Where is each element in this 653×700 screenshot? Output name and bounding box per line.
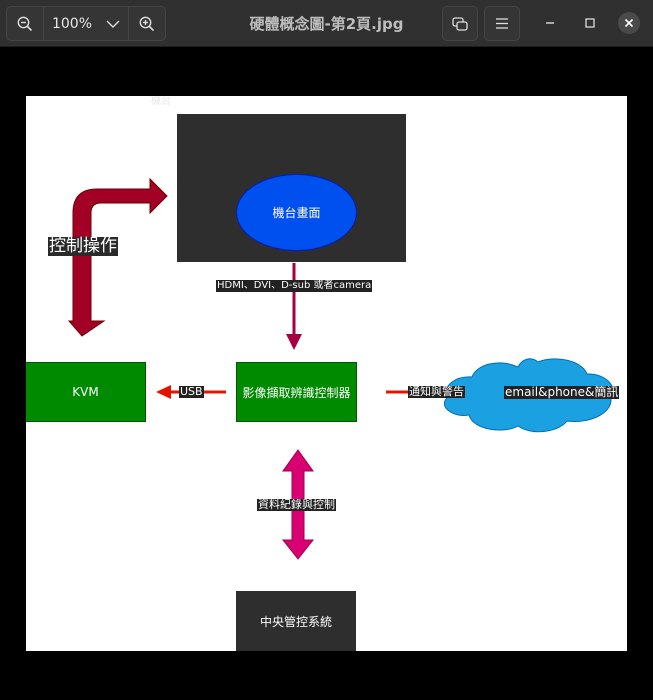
fit-window-icon xyxy=(452,16,468,31)
controller-box: 影像擷取辨識控制器 xyxy=(236,362,357,422)
zoom-in-button[interactable] xyxy=(129,7,165,40)
close-button[interactable] xyxy=(618,12,640,34)
usb-label: USB xyxy=(179,385,204,398)
records-label: 資料紀錄與控制 xyxy=(257,498,336,511)
control-operation-label: 控制操作 xyxy=(48,236,118,256)
central-system-box: 中央管控系統 xyxy=(236,591,356,651)
minimize-button[interactable] xyxy=(539,12,561,34)
close-icon xyxy=(624,18,634,28)
zoom-level: 100% xyxy=(51,15,93,32)
control-operation-arrow xyxy=(67,177,168,337)
cloud-label: email&phone&簡訊 xyxy=(504,385,620,399)
hamburger-menu-icon xyxy=(496,18,508,29)
fit-window-button[interactable] xyxy=(442,6,478,41)
notify-label: 通知與警告 xyxy=(408,385,465,398)
machine-caption: 機台 xyxy=(151,96,171,107)
diagram-image: 機台 機台畫面 控制操作 HDMI、DVI、D-sub 或者camera KVM… xyxy=(26,96,627,651)
image-viewport[interactable]: 機台 機台畫面 控制操作 HDMI、DVI、D-sub 或者camera KVM… xyxy=(0,47,653,700)
minimize-icon xyxy=(546,22,554,24)
maximize-button[interactable] xyxy=(579,12,601,34)
kvm-box: KVM xyxy=(26,362,146,422)
hdmi-label: HDMI、DVI、D-sub 或者camera xyxy=(216,280,373,292)
header-bar: 100% 硬體概念圖-第2頁.jpg xyxy=(0,0,653,47)
zoom-out-button[interactable] xyxy=(7,7,43,40)
zoom-controls: 100% xyxy=(6,6,166,41)
zoom-level-dropdown[interactable]: 100% xyxy=(43,7,129,40)
zoom-out-icon xyxy=(17,16,33,31)
chevron-down-icon xyxy=(106,20,120,28)
maximize-icon xyxy=(585,18,595,28)
hdmi-arrow xyxy=(286,263,302,350)
zoom-in-icon xyxy=(139,16,155,31)
main-menu-button[interactable] xyxy=(484,6,520,41)
machine-screen: 機台畫面 xyxy=(236,174,357,251)
